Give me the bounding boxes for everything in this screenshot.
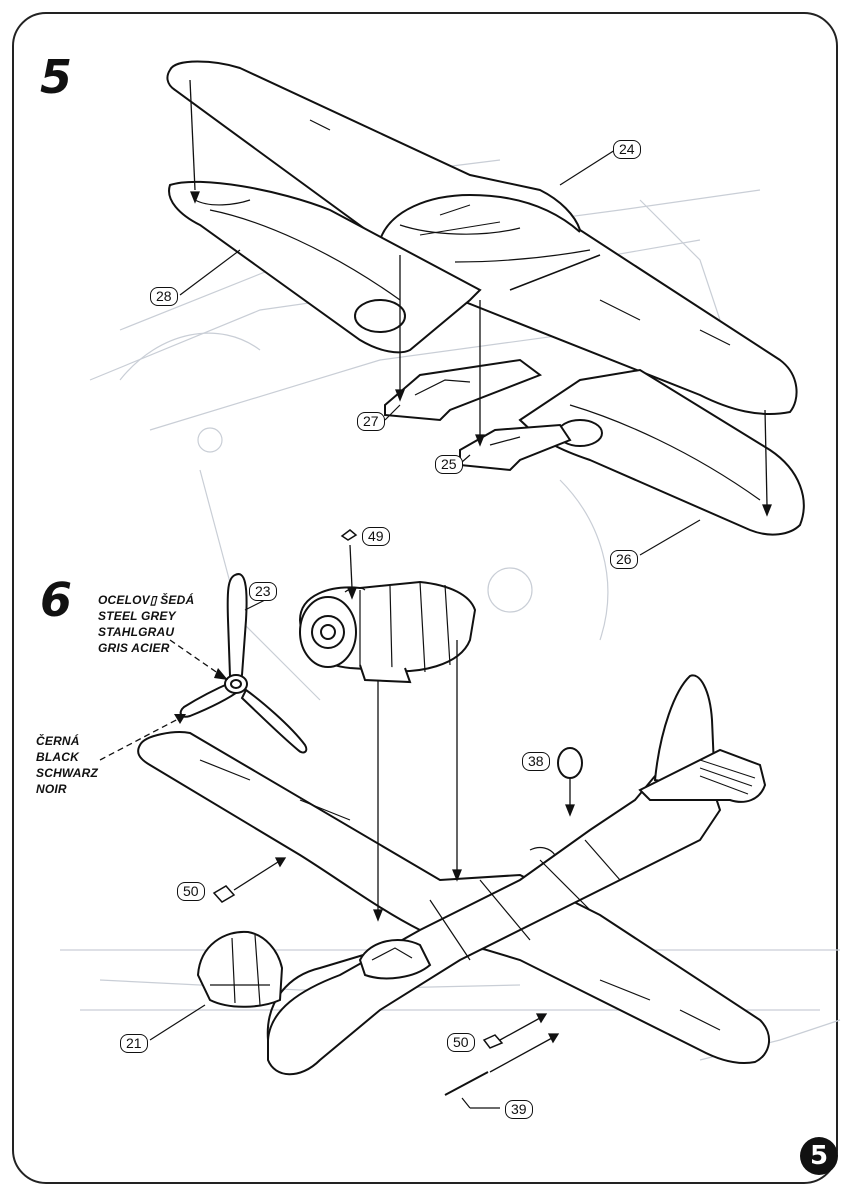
paint-steel-cz: OCELOV▯ ŠEDÁ bbox=[98, 593, 195, 607]
step5-leaders bbox=[179, 149, 701, 556]
step5-arrows bbox=[189, 79, 772, 517]
part-28-label: 28 bbox=[150, 287, 178, 306]
part-50-label-right: 50 bbox=[447, 1033, 475, 1052]
part-27-label: 27 bbox=[357, 412, 385, 431]
part-24-label: 24 bbox=[613, 140, 641, 159]
page-number-badge: 5 bbox=[800, 1137, 838, 1175]
paint-steel-de: STAHLGRAU bbox=[98, 625, 175, 639]
lower-wing-left bbox=[168, 180, 482, 354]
page-border bbox=[12, 12, 838, 1184]
part-39-label: 39 bbox=[505, 1100, 533, 1119]
paint-steel-en: STEEL GREY bbox=[98, 609, 176, 623]
part-26-label: 26 bbox=[610, 550, 638, 569]
part-25-shape bbox=[459, 423, 572, 472]
part-38-shape bbox=[557, 747, 583, 779]
part-50b-shape bbox=[482, 1034, 504, 1049]
paint-note-steel-grey: OCELOV▯ ŠEDÁ STEEL GREY STAHLGRAU GRIS A… bbox=[98, 592, 194, 656]
step-5-number: 5 bbox=[40, 50, 73, 104]
part-49-shape bbox=[340, 529, 358, 541]
part-38-label: 38 bbox=[522, 752, 550, 771]
propeller bbox=[179, 573, 308, 754]
fuselage-assembly bbox=[137, 674, 770, 1076]
paint-black-fr: NOIR bbox=[36, 782, 67, 796]
part-21-label: 21 bbox=[120, 1034, 148, 1053]
part-21-shape bbox=[196, 930, 284, 1008]
paint-black-cz: ČERNÁ bbox=[36, 734, 80, 748]
part-39-shape bbox=[444, 1071, 489, 1096]
engine-cowling bbox=[298, 580, 477, 684]
paint-black-en: BLACK bbox=[36, 750, 79, 764]
part-27-shape bbox=[384, 358, 543, 422]
part-49-label: 49 bbox=[362, 527, 390, 546]
paint-note-black: ČERNÁ BLACK SCHWARZ NOIR bbox=[36, 733, 98, 797]
step-6-number: 6 bbox=[40, 573, 73, 627]
paint-steel-fr: GRIS ACIER bbox=[98, 641, 170, 655]
part-23-label: 23 bbox=[249, 582, 277, 601]
paint-pointers bbox=[99, 639, 223, 761]
part-25-label: 25 bbox=[435, 455, 463, 474]
paint-black-de: SCHWARZ bbox=[36, 766, 99, 780]
part-50-label-left: 50 bbox=[177, 882, 205, 901]
part-50a-shape bbox=[212, 885, 236, 903]
paint-pointer-heads bbox=[174, 668, 228, 724]
step6-leaders bbox=[149, 599, 500, 1109]
step6-arrows bbox=[233, 544, 575, 1073]
